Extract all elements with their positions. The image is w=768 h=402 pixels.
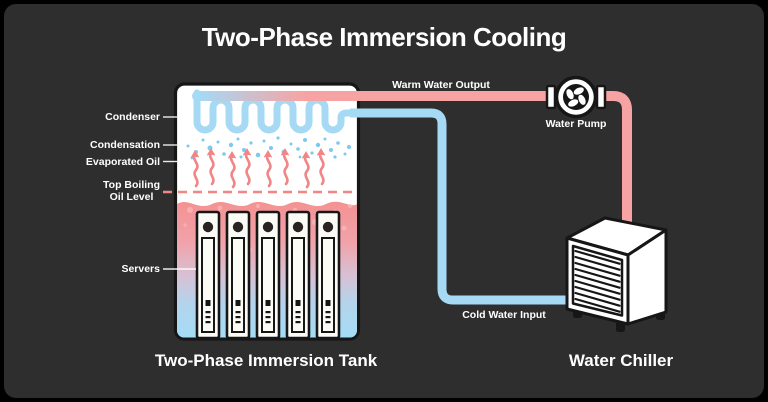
water-pump-icon bbox=[545, 75, 607, 119]
label-condensation: Condensation bbox=[90, 139, 160, 151]
label-condenser: Condenser bbox=[105, 111, 160, 123]
immersion-tank bbox=[163, 82, 361, 341]
label-evaporated-oil: Evaporated Oil bbox=[85, 155, 160, 168]
server-blades bbox=[195, 210, 341, 338]
label-pointer-lines bbox=[163, 116, 196, 270]
page-title: Two-Phase Immersion Cooling bbox=[201, 22, 567, 52]
warm-water-pipe bbox=[192, 91, 632, 247]
chiller-vent-louvers bbox=[574, 249, 621, 313]
label-top-boiling-oil-level: Top Boiling Oil Level bbox=[103, 179, 160, 203]
label-servers: Servers bbox=[121, 263, 160, 275]
server-blade bbox=[195, 210, 221, 338]
evaporation-arrows bbox=[191, 148, 325, 189]
server-blade bbox=[315, 210, 341, 338]
label-warm-water-output: Warm Water Output bbox=[392, 79, 490, 91]
cold-water-pipe bbox=[350, 108, 584, 305]
label-water-pump: Water Pump bbox=[545, 118, 607, 130]
caption-immersion-tank: Two-Phase Immersion Tank bbox=[154, 351, 378, 370]
water-chiller-icon bbox=[565, 216, 668, 332]
server-blade bbox=[285, 210, 311, 338]
caption-water-chiller: Water Chiller bbox=[568, 351, 674, 370]
server-blade bbox=[255, 210, 281, 338]
label-cold-water-input: Cold Water Input bbox=[462, 309, 546, 321]
background-panel bbox=[4, 4, 764, 398]
server-blade bbox=[225, 210, 251, 338]
